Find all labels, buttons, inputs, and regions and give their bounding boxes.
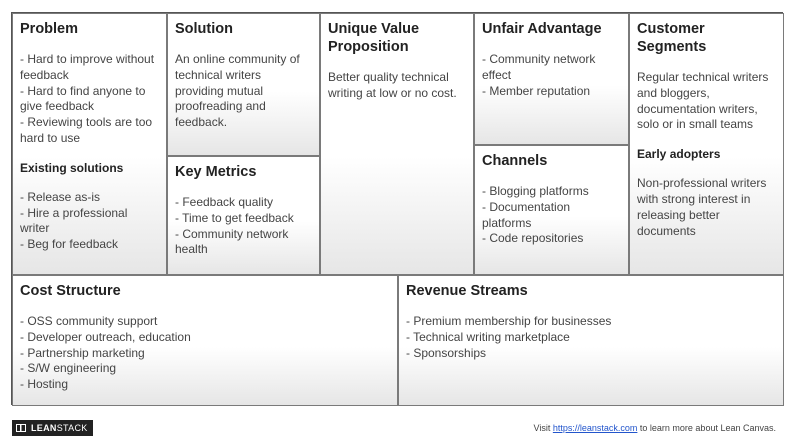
logo-bold-text: LEAN (31, 423, 57, 433)
channel-item: - Code repositories (482, 231, 584, 246)
problem-item: - Hard to improve without feedback (20, 52, 155, 82)
leanstack-logo-icon (13, 421, 29, 435)
channels-title: Channels (482, 153, 548, 169)
existing-solution-item: - Hire a professional writer (20, 205, 128, 236)
problem-list: - Hard to improve without feedback - Har… (20, 52, 159, 147)
channels-block: Channels - Blogging platforms - Document… (474, 145, 629, 275)
footer-note-suffix: to learn more about Lean Canvas. (637, 423, 776, 433)
existing-solutions-title: Existing solutions (20, 160, 124, 175)
problem-block: Problem - Hard to improve without feedba… (12, 13, 167, 275)
problem-item: - Reviewing tools are too hard to use (20, 115, 153, 145)
logo-light-text: STACK (56, 423, 88, 433)
cost-item: - S/W engineering (20, 361, 117, 376)
early-adopters-text: Non-professional writers with strong int… (637, 176, 767, 238)
early-adopters-title: Early adopters (637, 147, 721, 162)
key-metric-item: - Time to get feedback (175, 210, 294, 225)
customer-segments-title: Customer Segments (637, 21, 707, 55)
cost-item: - OSS community support (20, 314, 158, 328)
revenue-item: - Sponsorships (406, 345, 487, 360)
key-metric-item: - Feedback quality (175, 195, 274, 209)
key-metrics-block: Key Metrics - Feedback quality - Time to… (167, 156, 320, 275)
solution-title: Solution (175, 21, 233, 37)
key-metric-item: - Community network health (175, 226, 289, 257)
uvp-title: Unique Value Proposition (328, 21, 420, 55)
existing-solutions-list: - Release as-is - Hire a professional wr… (20, 190, 159, 253)
leanstack-logo-text: LEANSTACK (29, 421, 92, 435)
lean-canvas: Problem - Hard to improve without feedba… (11, 12, 784, 406)
key-metrics-title: Key Metrics (175, 164, 257, 180)
revenue-streams-block: Revenue Streams - Premium membership for… (398, 275, 784, 406)
existing-solution-item: - Release as-is (20, 189, 101, 204)
cost-structure-block: Cost Structure - OSS community support -… (12, 275, 398, 406)
customer-segments-text: Regular technical writers and bloggers, … (637, 70, 769, 132)
problem-item: - Hard to find anyone to give feedback (20, 83, 146, 114)
unfair-advantage-block: Unfair Advantage - Community network eff… (474, 13, 629, 145)
footer-note-prefix: Visit (533, 423, 553, 433)
uvp-text: Better quality technical writing at low … (328, 70, 457, 100)
revenue-streams-title: Revenue Streams (406, 283, 528, 299)
channel-item: - Documentation platforms (482, 199, 571, 230)
customer-segments-block: Customer Segments Regular technical writ… (629, 13, 784, 275)
revenue-item: - Technical writing marketplace (406, 329, 570, 344)
footer-note: Visit https://leanstack.com to learn mor… (534, 423, 776, 433)
solution-block: Solution An online community of technica… (167, 13, 320, 156)
unfair-advantage-item: - Member reputation (482, 83, 591, 98)
cost-item: - Hosting (20, 377, 69, 392)
cost-item: - Partnership marketing (20, 345, 145, 360)
channels-list: - Blogging platforms - Documentation pla… (482, 184, 621, 247)
channel-item: - Blogging platforms (482, 184, 589, 198)
unfair-advantage-item: - Community network effect (482, 52, 596, 82)
existing-solution-item: - Beg for feedback (20, 237, 119, 252)
cost-structure-list: - OSS community support - Developer outr… (20, 314, 390, 393)
uvp-block: Unique Value Proposition Better quality … (320, 13, 474, 275)
cost-item: - Developer outreach, education (20, 329, 191, 344)
unfair-advantage-list: - Community network effect - Member repu… (482, 52, 621, 99)
leanstack-link[interactable]: https://leanstack.com (552, 423, 638, 433)
revenue-streams-list: - Premium membership for businesses - Te… (406, 314, 776, 361)
revenue-item: - Premium membership for businesses (406, 314, 612, 328)
key-metrics-list: - Feedback quality - Time to get feedbac… (175, 195, 312, 258)
solution-text: An online community of technical writers… (175, 52, 300, 130)
problem-title: Problem (20, 21, 79, 37)
cost-structure-title: Cost Structure (20, 283, 121, 299)
unfair-advantage-title: Unfair Advantage (482, 21, 602, 37)
leanstack-logo: LEANSTACK (12, 420, 93, 436)
